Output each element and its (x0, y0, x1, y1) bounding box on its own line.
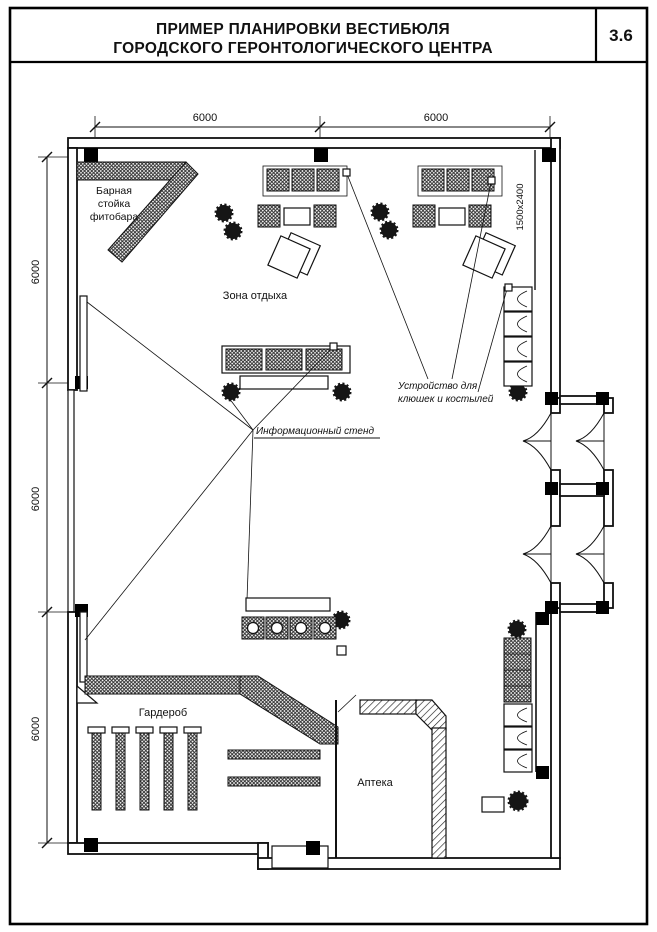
bar-label-line1: Барная (96, 185, 132, 197)
vestibule-doors (522, 412, 605, 584)
columns (75, 148, 609, 855)
bar-label-line3: фитобара (90, 211, 138, 223)
dim-left-bottom: 6000 (30, 717, 42, 741)
dim-top-right: 6000 (424, 112, 448, 124)
sheet-title-line1: ПРИМЕР ПЛАНИРОВКИ ВЕСТИБЮЛЯ (156, 21, 450, 38)
sheet-number: 3.6 (609, 26, 633, 45)
dim-top-left: 6000 (193, 112, 217, 124)
rest-zone-seating-left (257, 165, 348, 279)
rest-zone-label: Зона отдыха (223, 290, 288, 302)
right-benches-lower (481, 637, 533, 813)
dim-left-top: 6000 (30, 260, 42, 284)
dim-left-middle: 6000 (30, 487, 42, 511)
wardrobe-racks (87, 726, 321, 811)
pharmacy-label: Аптека (357, 777, 393, 789)
tilted-table-left (267, 231, 322, 279)
sheet-title-line2: ГОРОДСКОГО ГЕРОНТОЛОГИЧЕСКОГО ЦЕНТРА (113, 40, 493, 57)
title-block: ПРИМЕР ПЛАНИРОВКИ ВЕСТИБЮЛЯ ГОРОДСКОГО Г… (113, 21, 633, 57)
central-sofa-group (221, 345, 351, 390)
tilted-table-right (462, 231, 517, 279)
bar-label-line2: стойка (98, 198, 130, 210)
bar-counter: Барная стойка фитобара (76, 161, 199, 263)
plants (214, 202, 529, 812)
info-stand-label: Информационный стенд (256, 425, 374, 437)
pharmacy: Аптека (335, 694, 447, 859)
rest-zone-seating-right (412, 165, 517, 279)
crutch-device-annotation: Устройство для клюшек и костылей (342, 168, 513, 405)
right-chairs-upper (503, 286, 533, 387)
lower-sofa-group (241, 597, 347, 656)
dim-door-size: 1500x2400 (515, 183, 526, 230)
crutch-device-label-line2: клюшек и костылей (398, 394, 494, 405)
crutch-device-label-line1: Устройство для (397, 381, 478, 392)
info-stand-annotation: Информационный стенд (84, 301, 380, 641)
cloakroom: Гардероб (84, 675, 339, 811)
dimensions: 6000 6000 6000 6000 6000 1500x2400 (30, 112, 556, 849)
cloakroom-label: Гардероб (139, 707, 187, 719)
